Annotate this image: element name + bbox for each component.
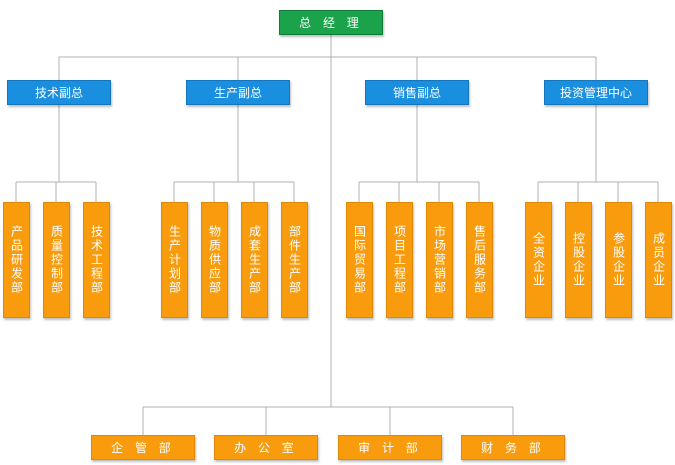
dept-label: 成套生产部	[247, 225, 262, 295]
bottom-dept-label: 企 管 部	[111, 441, 175, 455]
vp-box-sales: 销售副总	[365, 80, 469, 105]
bottom-dept-label: 审 计 部	[358, 441, 422, 455]
dept-label: 项目工程部	[392, 225, 407, 295]
dept-box: 参股企业	[605, 202, 632, 318]
general-manager-box: 总 经 理	[279, 10, 383, 35]
dept-box: 成套生产部	[241, 202, 268, 318]
dept-box: 质量控制部	[43, 202, 70, 318]
dept-box: 物质供应部	[201, 202, 228, 318]
dept-label: 生产计划部	[167, 225, 182, 295]
dept-box: 部件生产部	[281, 202, 308, 318]
dept-label: 全资企业	[531, 232, 546, 288]
bottom-dept-box: 审 计 部	[338, 435, 442, 460]
dept-box: 项目工程部	[386, 202, 413, 318]
dept-box: 市场营销部	[426, 202, 453, 318]
dept-box: 生产计划部	[161, 202, 188, 318]
vp-box-tech: 技术副总	[7, 80, 111, 105]
vp-label: 投资管理中心	[559, 86, 632, 100]
dept-box: 全资企业	[525, 202, 552, 318]
dept-label: 质量控制部	[49, 225, 64, 295]
dept-box: 控股企业	[565, 202, 592, 318]
bottom-dept-label: 财 务 部	[481, 441, 545, 455]
bottom-dept-label: 办 公 室	[234, 441, 298, 455]
dept-box: 售后服务部	[466, 202, 493, 318]
dept-label: 物质供应部	[207, 225, 222, 295]
vp-box-production: 生产副总	[186, 80, 290, 105]
bottom-dept-box: 办 公 室	[214, 435, 318, 460]
dept-label: 国际贸易部	[352, 225, 367, 295]
dept-box: 国际贸易部	[346, 202, 373, 318]
vp-box-investment: 投资管理中心	[544, 80, 648, 105]
dept-box: 产品研发部	[3, 202, 30, 318]
dept-label: 部件生产部	[287, 225, 302, 295]
bottom-dept-box: 企 管 部	[91, 435, 195, 460]
dept-label: 售后服务部	[472, 225, 487, 295]
vp-label: 生产副总	[213, 86, 262, 100]
dept-box: 技术工程部	[83, 202, 110, 318]
dept-label: 市场营销部	[432, 225, 447, 295]
vp-label: 销售副总	[392, 86, 441, 100]
dept-label: 技术工程部	[89, 225, 104, 295]
vp-label: 技术副总	[34, 86, 83, 100]
dept-label: 参股企业	[611, 232, 626, 288]
general-manager-label: 总 经 理	[299, 16, 363, 30]
dept-label: 成员企业	[651, 232, 666, 288]
dept-label: 产品研发部	[9, 225, 24, 295]
dept-box: 成员企业	[645, 202, 672, 318]
dept-label: 控股企业	[571, 232, 586, 288]
bottom-dept-box: 财 务 部	[461, 435, 565, 460]
